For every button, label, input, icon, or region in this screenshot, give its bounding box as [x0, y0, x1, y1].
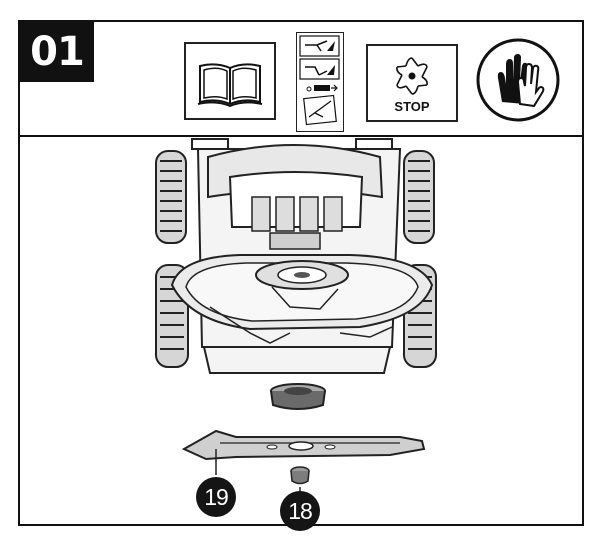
- right-wheel: [403, 150, 437, 368]
- blade-adapter: [270, 383, 326, 410]
- mower-blade: [181, 429, 426, 461]
- stop-label: STOP: [394, 99, 430, 114]
- mower-underside-illustration: 19 18: [20, 137, 582, 531]
- manual-book-icon: [184, 42, 276, 120]
- blade-stop-icon: STOP: [366, 44, 458, 122]
- blade-nut: [290, 466, 310, 485]
- warning-steps-icon: [296, 32, 344, 132]
- step-number-badge: 01: [20, 22, 94, 82]
- gloves-icon: [476, 38, 560, 122]
- mower-drawing: [155, 138, 437, 497]
- instruction-panel: 01: [18, 20, 584, 531]
- nut-callout: 18: [280, 491, 320, 531]
- blade-callout: 19: [196, 477, 236, 517]
- left-wheel: [155, 150, 189, 368]
- step-header: 01: [20, 22, 582, 137]
